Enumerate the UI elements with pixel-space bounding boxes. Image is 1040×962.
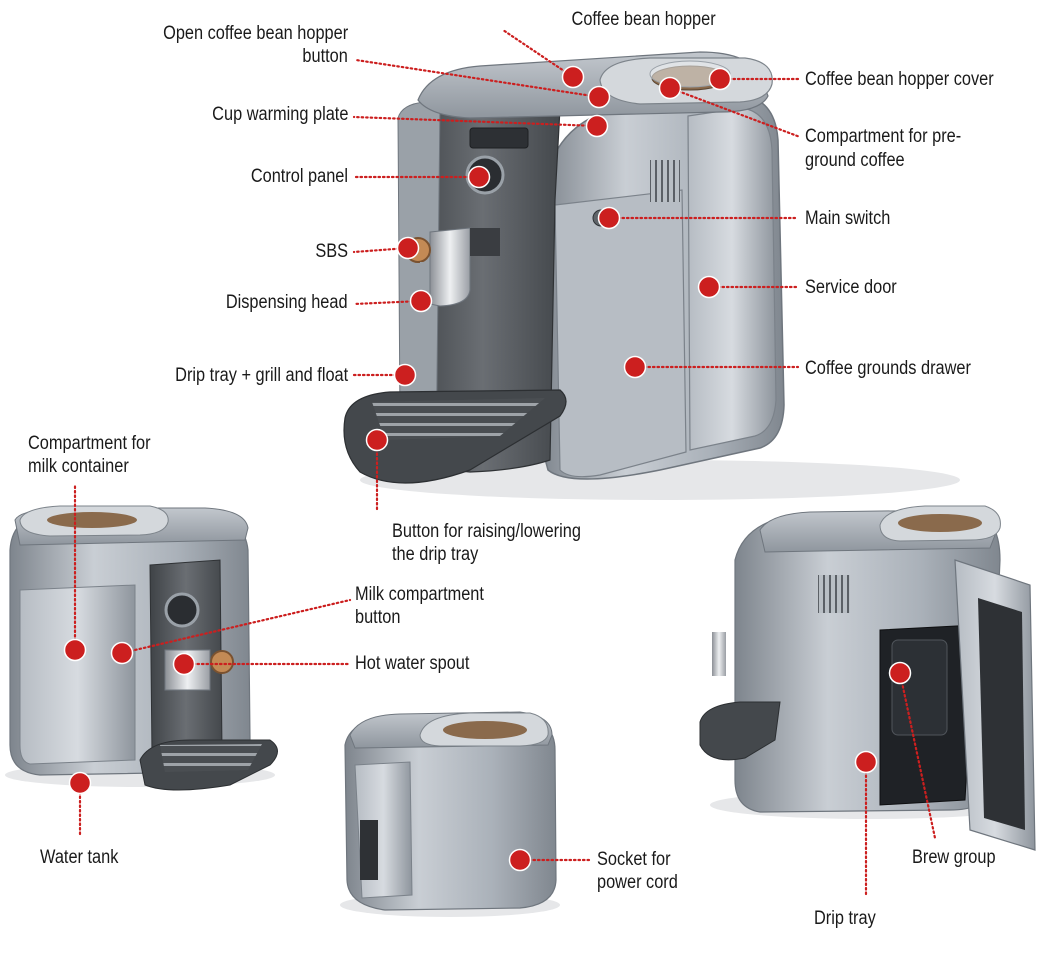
marker-water-tank	[68, 771, 92, 795]
back-slot	[360, 820, 378, 880]
side-control-knob	[164, 592, 200, 628]
main-service-door-panel	[687, 107, 777, 451]
label-dispensing-head: Dispensing head	[226, 292, 348, 313]
side-sbs-knob	[210, 650, 234, 674]
label-socket-line2: power cord	[597, 872, 678, 893]
marker-drip-tray	[854, 750, 878, 774]
label-cup-warming-plate: Cup warming plate	[211, 104, 348, 125]
open-hopper-beans	[898, 514, 982, 532]
label-raise-button-line1: Button for raising/lowering	[392, 521, 581, 542]
marker-sbs	[396, 236, 420, 260]
label-control-panel: Control panel	[250, 166, 348, 187]
open-door-inner	[978, 598, 1025, 830]
marker-cup-warming-plate	[585, 114, 609, 138]
marker-service-door	[697, 275, 721, 299]
label-milk-compartment-line2: milk container	[28, 456, 129, 477]
open-vent-grille	[818, 575, 850, 613]
label-milk-compartment-line1: Compartment for	[28, 433, 151, 454]
leader-line-coffee-bean-hopper	[501, 28, 575, 79]
marker-milk-button	[110, 641, 134, 665]
marker-power-socket	[508, 848, 532, 872]
main-display	[469, 127, 529, 149]
marker-control-panel	[467, 165, 491, 189]
marker-coffee-bean-hopper	[561, 65, 585, 89]
label-preground-line1: Compartment for pre-	[805, 126, 962, 147]
marker-raise-button	[365, 428, 389, 452]
label-water-tank: Water tank	[40, 847, 119, 868]
label-milk-button-line2: button	[355, 607, 401, 628]
leader-line-open-hopper-button	[354, 58, 601, 99]
label-drip-tray-grill: Drip tray + grill and float	[174, 365, 348, 386]
marker-open-hopper-button	[587, 85, 611, 109]
marker-hot-water-spout	[172, 652, 196, 676]
leader-line-milk-button	[120, 598, 352, 655]
label-grounds-drawer: Coffee grounds drawer	[805, 358, 971, 379]
back-machine-illustration	[340, 711, 560, 917]
label-milk-button-line1: Milk compartment	[355, 584, 484, 605]
marker-grounds-drawer	[623, 355, 647, 379]
main-vent-grille	[650, 160, 680, 202]
label-hopper-cover: Coffee bean hopper cover	[805, 69, 994, 90]
leader-line-cup-warming-plate	[352, 115, 599, 128]
marker-milk-compartment	[63, 638, 87, 662]
callout-markers	[63, 65, 912, 872]
leader-line-brew-group	[898, 671, 937, 840]
label-drip-tray: Drip tray	[814, 908, 876, 929]
main-machine-illustration	[343, 51, 960, 500]
side-water-tank-panel	[19, 584, 136, 765]
main-spout	[420, 262, 428, 280]
main-grounds-drawer-panel	[554, 189, 687, 478]
side-machine-illustration	[5, 505, 278, 791]
main-drip-grill	[372, 398, 545, 440]
label-brew-group: Brew group	[912, 847, 996, 868]
label-hot-water-spout: Hot water spout	[355, 653, 470, 674]
marker-hopper-cover	[708, 67, 732, 91]
marker-drip-tray-grill	[393, 363, 417, 387]
side-hopper-beans	[47, 512, 137, 528]
marker-brew-group	[888, 661, 912, 685]
label-open-hopper-button-line1: Open coffee bean hopper	[162, 23, 348, 44]
marker-dispensing-head	[409, 289, 433, 313]
label-open-hopper-button-line2: button	[302, 46, 348, 67]
label-raise-button-line2: the drip tray	[392, 544, 479, 565]
open-drip-tray-front	[699, 701, 781, 761]
label-service-door: Service door	[805, 277, 897, 298]
main-dispensing-head	[429, 227, 471, 307]
leader-line-preground-compartment	[668, 86, 802, 139]
marker-preground-compartment	[658, 76, 682, 100]
main-machine-shadow	[360, 460, 960, 500]
open-machine-illustration	[699, 505, 1036, 851]
label-main-switch: Main switch	[805, 208, 891, 229]
marker-main-switch	[597, 206, 621, 230]
label-socket-line1: Socket for	[597, 849, 671, 870]
open-spout	[712, 632, 726, 676]
side-drip-grill	[160, 744, 262, 772]
label-sbs: SBS	[315, 241, 348, 262]
label-preground-line2: ground coffee	[805, 150, 905, 171]
back-hopper-beans	[443, 721, 527, 739]
label-coffee-bean-hopper: Coffee bean hopper	[571, 9, 716, 30]
open-brew-group-body	[891, 639, 948, 736]
main-head-collar	[470, 228, 500, 256]
